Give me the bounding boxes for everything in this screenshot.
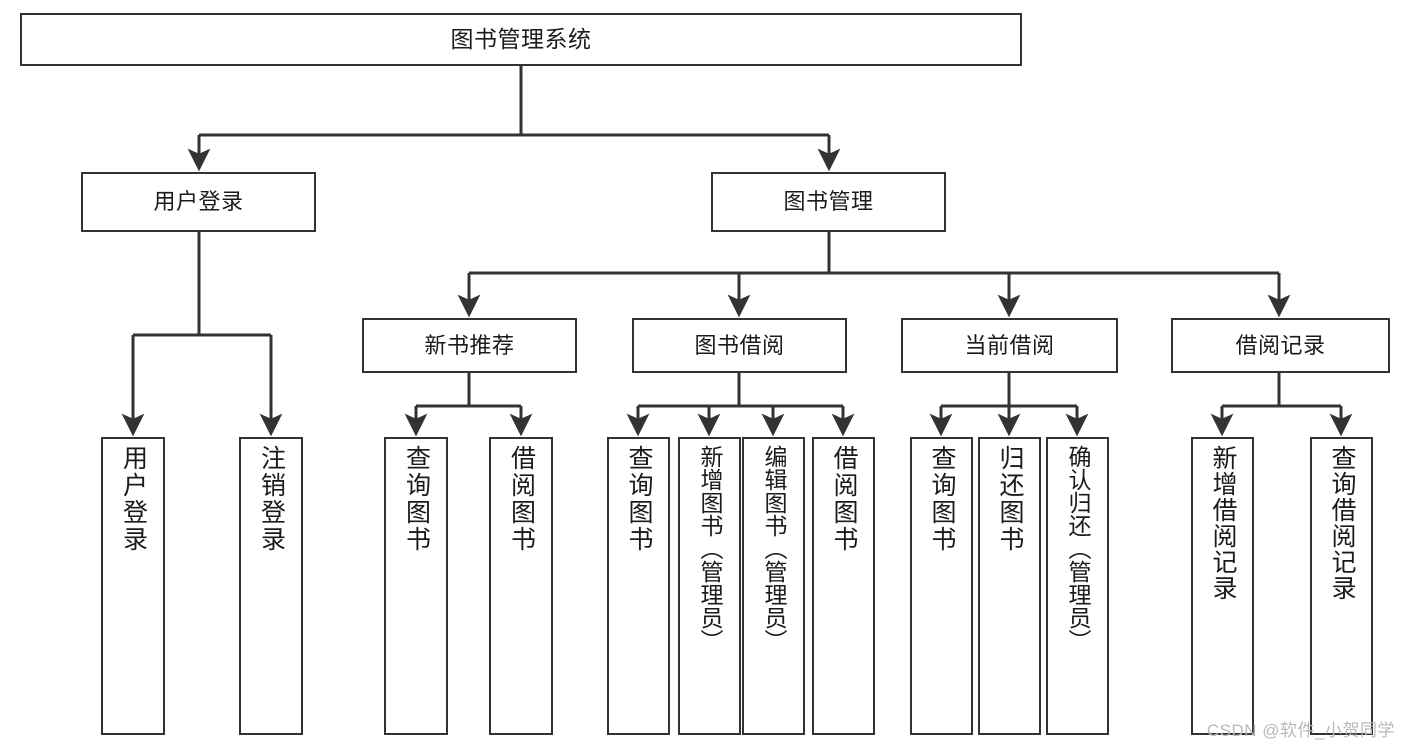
node-label: 查询图书 bbox=[928, 445, 956, 553]
node-label: 归还图书 bbox=[996, 445, 1024, 553]
node-user-login[interactable]: 用户登录 bbox=[81, 172, 316, 232]
node-new-book-recommend[interactable]: 新书推荐 bbox=[362, 318, 577, 373]
node-label: 查询借阅记录 bbox=[1328, 445, 1356, 601]
node-book-borrow[interactable]: 图书借阅 bbox=[632, 318, 847, 373]
leaf-edit-book-admin[interactable]: 编辑图书（管理员） bbox=[742, 437, 805, 735]
leaf-query-borrow-record[interactable]: 查询借阅记录 bbox=[1310, 437, 1373, 735]
leaf-query-books-borrow[interactable]: 查询图书 bbox=[607, 437, 670, 735]
node-label: 用户登录 bbox=[119, 445, 148, 553]
leaf-borrow-books[interactable]: 借阅图书 bbox=[812, 437, 875, 735]
node-label: 借阅图书 bbox=[507, 445, 536, 553]
node-label: 图书管理 bbox=[783, 189, 874, 215]
node-current-borrow[interactable]: 当前借阅 bbox=[901, 318, 1118, 373]
leaf-confirm-return-admin[interactable]: 确认归还（管理员） bbox=[1046, 437, 1109, 735]
node-label: 图书管理系统 bbox=[450, 26, 592, 53]
node-label: 图书借阅 bbox=[694, 332, 785, 358]
node-label: 借阅图书 bbox=[830, 445, 858, 553]
leaf-query-books-current[interactable]: 查询图书 bbox=[910, 437, 973, 735]
node-label: 确认归还（管理员） bbox=[1065, 445, 1091, 652]
leaf-query-books-recommend[interactable]: 查询图书 bbox=[384, 437, 448, 735]
node-label: 借阅记录 bbox=[1235, 332, 1326, 358]
node-borrow-record[interactable]: 借阅记录 bbox=[1171, 318, 1390, 373]
node-label: 新增借阅记录 bbox=[1209, 445, 1237, 601]
node-label: 注销登录 bbox=[257, 445, 286, 553]
node-label: 当前借阅 bbox=[964, 332, 1055, 358]
node-book-management-system[interactable]: 图书管理系统 bbox=[20, 13, 1022, 66]
watermark-text: CSDN @软件_小贺同学 bbox=[1206, 721, 1395, 740]
leaf-user-login[interactable]: 用户登录 bbox=[101, 437, 165, 735]
node-label: 编辑图书（管理员） bbox=[761, 445, 787, 652]
node-label: 查询图书 bbox=[625, 445, 653, 553]
leaf-add-book-admin[interactable]: 新增图书（管理员） bbox=[678, 437, 741, 735]
leaf-add-borrow-record[interactable]: 新增借阅记录 bbox=[1191, 437, 1254, 735]
node-label: 用户登录 bbox=[153, 189, 244, 215]
node-label: 新增图书（管理员） bbox=[697, 445, 723, 652]
leaf-return-books[interactable]: 归还图书 bbox=[978, 437, 1041, 735]
leaf-logout[interactable]: 注销登录 bbox=[239, 437, 303, 735]
leaf-borrow-books-recommend[interactable]: 借阅图书 bbox=[489, 437, 553, 735]
node-book-management[interactable]: 图书管理 bbox=[711, 172, 946, 232]
node-label: 查询图书 bbox=[402, 445, 431, 553]
node-label: 新书推荐 bbox=[424, 332, 515, 358]
